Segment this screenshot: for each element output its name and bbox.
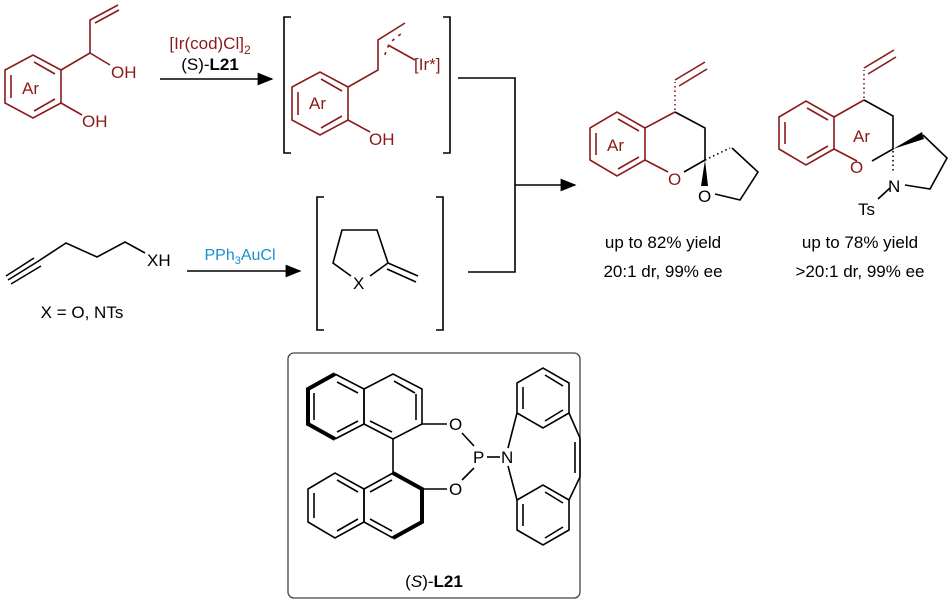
product1-selectivity: 20:1 dr, 99% ee	[603, 262, 722, 281]
ar-label: Ar	[309, 94, 326, 113]
xh-label: XH	[147, 251, 171, 270]
oxygen-label: O	[449, 415, 462, 434]
merge-bracket	[458, 77, 516, 273]
intermediate-exocyclic-enol-ether: X	[316, 196, 444, 331]
product-spiroaminal: O N Ts Ar up to 78% yield >20:1 dr, 99% …	[778, 49, 948, 281]
product-spiroketal: O O Ar up to 82% yield 20:1 dr, 99% ee	[589, 61, 760, 281]
substrate-alkynol: XH X = O, NTs	[5, 241, 171, 322]
ligand-label: (S)-L21	[181, 55, 239, 74]
ligand-caption: (S)-L21	[405, 572, 463, 591]
product2-yield: up to 78% yield	[802, 233, 918, 252]
iridium-label: [Ir*]	[414, 55, 440, 74]
nitrogen-label: N	[888, 177, 900, 196]
phenol-label: OH	[82, 112, 108, 131]
x-definition: X = O, NTs	[41, 303, 124, 322]
ring-oxygen: O	[668, 170, 681, 189]
product2-selectivity: >20:1 dr, 99% ee	[795, 262, 924, 281]
thf-oxygen: O	[698, 187, 711, 206]
ring-oxygen: O	[850, 158, 863, 177]
ar-label: Ar	[853, 127, 870, 146]
ar-label: Ar	[607, 136, 624, 155]
iridium-catalyst: [Ir(cod)Cl]2	[169, 34, 251, 57]
ligand-structure-box: O O P N (S)-L21	[287, 352, 581, 599]
hydroxyl-label: OH	[111, 63, 137, 82]
ar-label: Ar	[22, 79, 39, 98]
tosyl-label: Ts	[858, 200, 875, 219]
product1-yield: up to 82% yield	[605, 233, 721, 252]
oxygen-label: O	[449, 480, 462, 499]
gold-catalyst: PPh3AuCl	[204, 247, 275, 267]
nitrogen-label: N	[501, 448, 513, 467]
substrate-allylic-alcohol: Ar OH OH	[4, 4, 137, 131]
x-label: X	[353, 274, 364, 293]
phenol-label: OH	[369, 130, 395, 149]
phosphorus-label: P	[473, 448, 484, 467]
intermediate-pi-allyl-iridium: Ar [Ir*] OH	[283, 16, 451, 154]
